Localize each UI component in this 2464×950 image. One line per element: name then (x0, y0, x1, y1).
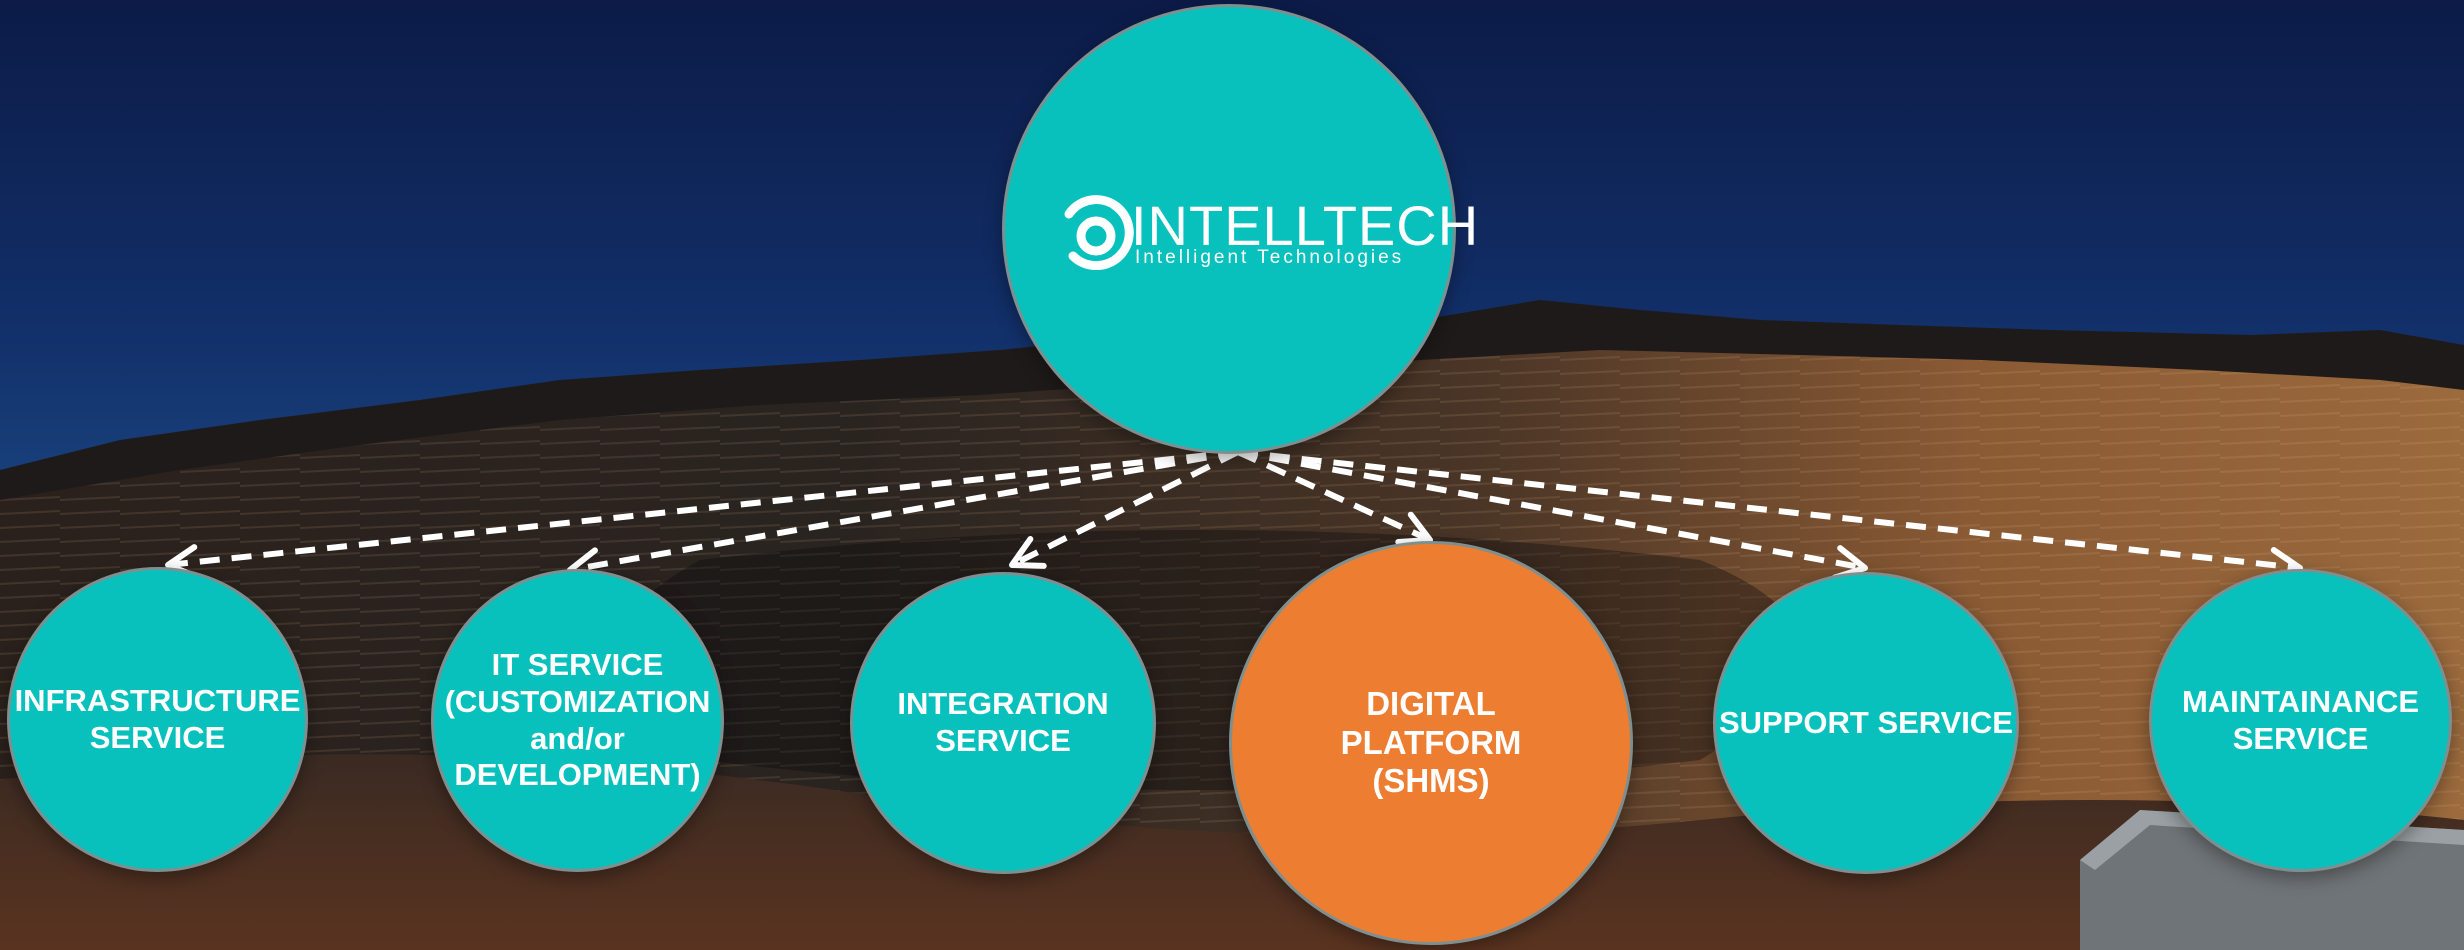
service-label: INTEGRATION SERVICE (897, 686, 1109, 758)
connector-arrows (165, 449, 2303, 583)
service-label: INFRASTRUCTURE SERVICE (14, 682, 301, 755)
brand-name: INTELLTECH (1131, 194, 1480, 257)
connector-arrow-line (1236, 449, 1432, 543)
connector-arrow-line (167, 449, 1239, 568)
service-node-infrastructure: INFRASTRUCTURE SERVICE (7, 567, 308, 872)
service-label: IT SERVICE (CUSTOMIZATION and/or DEVELOP… (444, 647, 711, 793)
service-node-maintainance: MAINTAINANCE SERVICE (2149, 569, 2452, 872)
service-node-digital-platform: DIGITAL PLATFORM (SHMS) (1229, 541, 1633, 945)
connector-arrow-line (569, 449, 1239, 573)
service-label: MAINTAINANCE SERVICE (2181, 683, 2420, 756)
service-node-integration: INTEGRATION SERVICE (850, 572, 1156, 874)
connector-arrow-line (1010, 449, 1240, 568)
brand-tagline: Intelligent Technologies (1135, 247, 1405, 268)
arrowhead-icon (1009, 536, 1047, 569)
connector-arrow-line (1237, 449, 1866, 571)
service-label: SUPPORT SERVICE (1718, 704, 2013, 740)
service-node-support: SUPPORT SERVICE (1713, 572, 2019, 874)
intelltech-logo-node: INTELLTECH Intelligent Technologies (1002, 4, 1478, 454)
service-node-it-service: IT SERVICE (CUSTOMIZATION and/or DEVELOP… (431, 569, 724, 872)
intelltech-logo-icon (1064, 195, 1134, 270)
connector-arrow-line (1237, 449, 2301, 571)
service-label: DIGITAL PLATFORM (SHMS) (1340, 684, 1522, 800)
